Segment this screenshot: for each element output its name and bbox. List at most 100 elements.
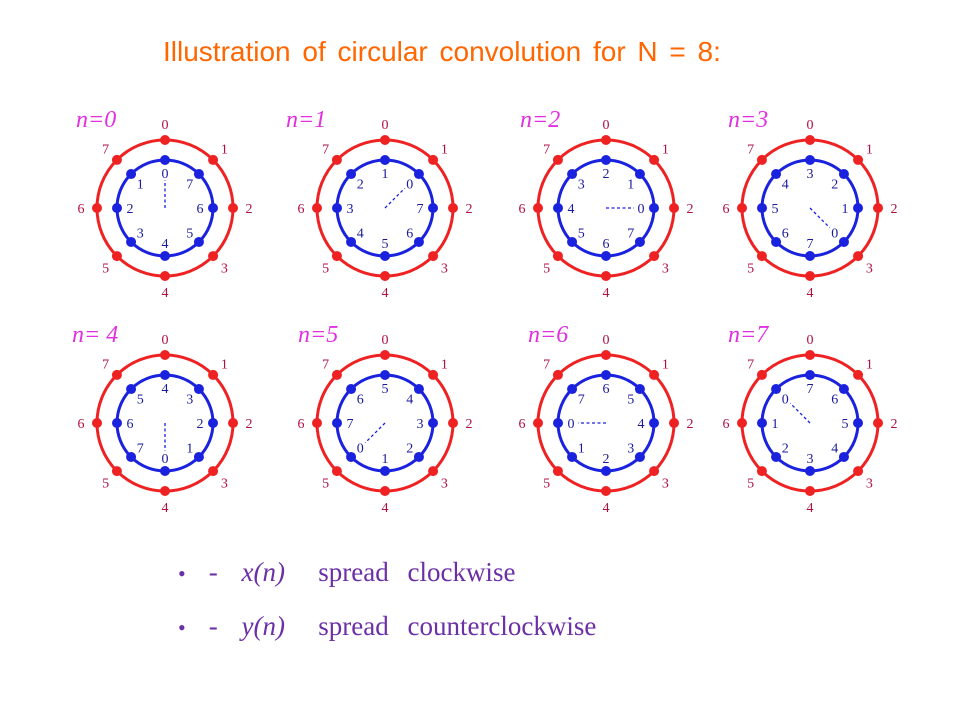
inner-label: 1 — [627, 177, 634, 192]
inner-label: 4 — [162, 382, 169, 397]
outer-dot — [428, 369, 439, 380]
outer-label: 5 — [322, 476, 329, 491]
outer-dot — [552, 251, 563, 262]
legend-dash-y: - — [208, 611, 218, 641]
outer-label: 4 — [162, 286, 169, 301]
outer-dot — [448, 418, 458, 428]
outer-dot — [649, 369, 660, 380]
inner-dot — [567, 451, 578, 462]
inner-dot — [853, 418, 863, 428]
inner-label: 1 — [772, 417, 779, 432]
inner-dot — [805, 155, 815, 165]
legend-row-x: • - x(n) spread clockwise — [178, 557, 527, 588]
outer-dot — [428, 466, 439, 477]
panel-label: n=2 — [520, 107, 560, 133]
legend-word-direction-x: clockwise — [407, 557, 516, 587]
inner-label: 2 — [406, 442, 413, 457]
inner-dot — [805, 466, 815, 476]
inner-dot — [332, 418, 342, 428]
inner-label: 5 — [382, 382, 389, 397]
inner-dot — [634, 236, 645, 247]
outer-dot — [756, 369, 767, 380]
outer-dot — [805, 271, 815, 281]
inner-label: 6 — [603, 237, 610, 252]
outer-dot — [756, 466, 767, 477]
outer-label: 7 — [102, 358, 109, 373]
inner-label: 2 — [197, 417, 204, 432]
panel-label: n=3 — [728, 107, 768, 133]
outer-dot — [853, 154, 864, 165]
inner-dot — [112, 418, 122, 428]
inner-label: 6 — [127, 417, 134, 432]
inner-dot — [649, 418, 659, 428]
outer-label: 3 — [221, 476, 228, 491]
inner-label: 0 — [638, 202, 645, 217]
inner-label: 7 — [807, 382, 814, 397]
inner-label: 7 — [186, 177, 193, 192]
inner-label: 6 — [831, 392, 838, 407]
outer-label: 2 — [466, 202, 473, 217]
inner-dot — [634, 451, 645, 462]
legend-word-spread-x: spread — [318, 557, 389, 587]
inner-label: 2 — [357, 177, 364, 192]
inner-dot — [332, 203, 342, 213]
inner-dot — [771, 236, 782, 247]
outer-dot — [380, 486, 390, 496]
page-title: Illustration of circular convolution for… — [163, 36, 721, 67]
outer-dot — [208, 251, 219, 262]
outer-label: 1 — [866, 358, 873, 373]
outer-dot — [92, 418, 102, 428]
inner-dot — [126, 451, 137, 462]
outer-dot — [649, 251, 660, 262]
outer-dot — [111, 154, 122, 165]
outer-label: 0 — [807, 333, 814, 348]
inner-dot — [601, 466, 611, 476]
outer-dot — [552, 369, 563, 380]
outer-label: 5 — [747, 261, 754, 276]
outer-label: 2 — [246, 417, 253, 432]
inner-label: 1 — [578, 442, 585, 457]
inner-label: 4 — [406, 392, 413, 407]
outer-label: 5 — [543, 261, 550, 276]
inner-label: 7 — [417, 202, 424, 217]
outer-label: 7 — [322, 143, 329, 158]
outer-dot — [331, 154, 342, 165]
inner-label: 5 — [842, 417, 849, 432]
inner-dot — [838, 236, 849, 247]
outer-dot — [111, 369, 122, 380]
inner-label: 7 — [347, 417, 354, 432]
outer-label: 2 — [246, 202, 253, 217]
inner-label: 4 — [638, 417, 645, 432]
inner-dot — [413, 169, 424, 180]
legend-variable-y: y(n) — [241, 611, 285, 641]
inner-dot — [838, 451, 849, 462]
legend-row-y: • - y(n) spread counterclockwise — [178, 611, 608, 642]
inner-label: 0 — [357, 442, 364, 457]
outer-label: 7 — [102, 143, 109, 158]
inner-label: 0 — [162, 167, 169, 182]
legend-bullet-y: • — [178, 615, 186, 640]
outer-label: 5 — [102, 476, 109, 491]
inner-label: 3 — [807, 167, 814, 182]
inner-label: 7 — [807, 237, 814, 252]
outer-label: 4 — [382, 501, 389, 516]
inner-label: 0 — [831, 227, 838, 242]
inner-dot — [346, 451, 357, 462]
outer-label: 3 — [221, 261, 228, 276]
legend-bullet-x: • — [178, 561, 186, 586]
outer-dot — [601, 271, 611, 281]
inner-dot — [757, 418, 767, 428]
inner-dot — [346, 169, 357, 180]
outer-dot — [208, 369, 219, 380]
inner-dot — [567, 169, 578, 180]
inner-label: 2 — [603, 167, 610, 182]
panel-label: n= 4 — [72, 322, 118, 348]
panel-label: n=0 — [76, 107, 116, 133]
outer-dot — [756, 154, 767, 165]
outer-label: 7 — [322, 358, 329, 373]
outer-label: 6 — [519, 417, 526, 432]
inner-dot — [567, 384, 578, 395]
outer-label: 0 — [382, 333, 389, 348]
outer-label: 6 — [78, 202, 85, 217]
